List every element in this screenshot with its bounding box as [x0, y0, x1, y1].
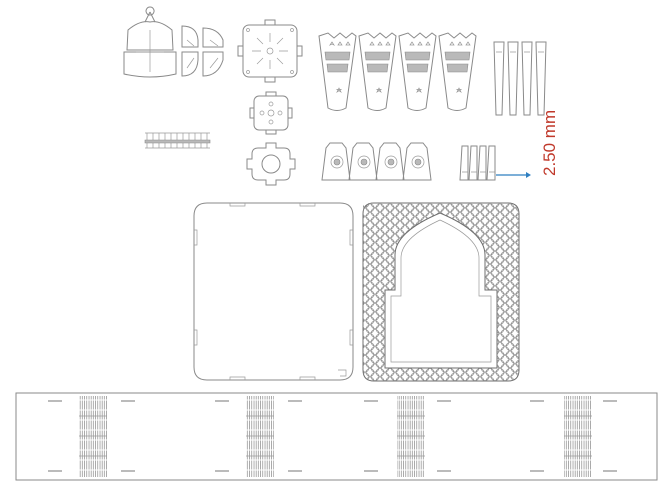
- long-strips: [493, 41, 547, 116]
- gear-base-piece: [237, 19, 303, 83]
- plain-side-panel: [193, 202, 354, 381]
- hinge-section: [397, 396, 425, 477]
- small-panel: [348, 142, 378, 181]
- lantern-panels-tall: [318, 32, 477, 111]
- small-cog-piece: [249, 91, 293, 135]
- small-panel: [375, 142, 405, 181]
- small-panel: [321, 142, 351, 181]
- small-tabs: [459, 145, 496, 181]
- gear-piece: [246, 142, 296, 186]
- tall-panel: [318, 32, 357, 111]
- hinge-section: [564, 396, 592, 477]
- arch-lattice-panel: [362, 202, 520, 382]
- ring-piece-with-hanger: [123, 6, 177, 78]
- quarter-ring-pieces: [181, 25, 224, 77]
- hinge-section: [246, 396, 274, 477]
- tall-panel: [398, 32, 437, 111]
- hinge-section: [79, 396, 107, 477]
- living-hinge-strip: [15, 392, 658, 481]
- dimension-arrow: [496, 172, 531, 178]
- tall-panel: [358, 32, 397, 111]
- small-panel: [402, 142, 432, 181]
- tall-panel: [438, 32, 477, 111]
- dimension-label: 2.50 mm: [540, 109, 559, 176]
- lantern-panels-small: [321, 142, 432, 181]
- slot-marks: [48, 400, 617, 472]
- pegs-row: [144, 132, 211, 149]
